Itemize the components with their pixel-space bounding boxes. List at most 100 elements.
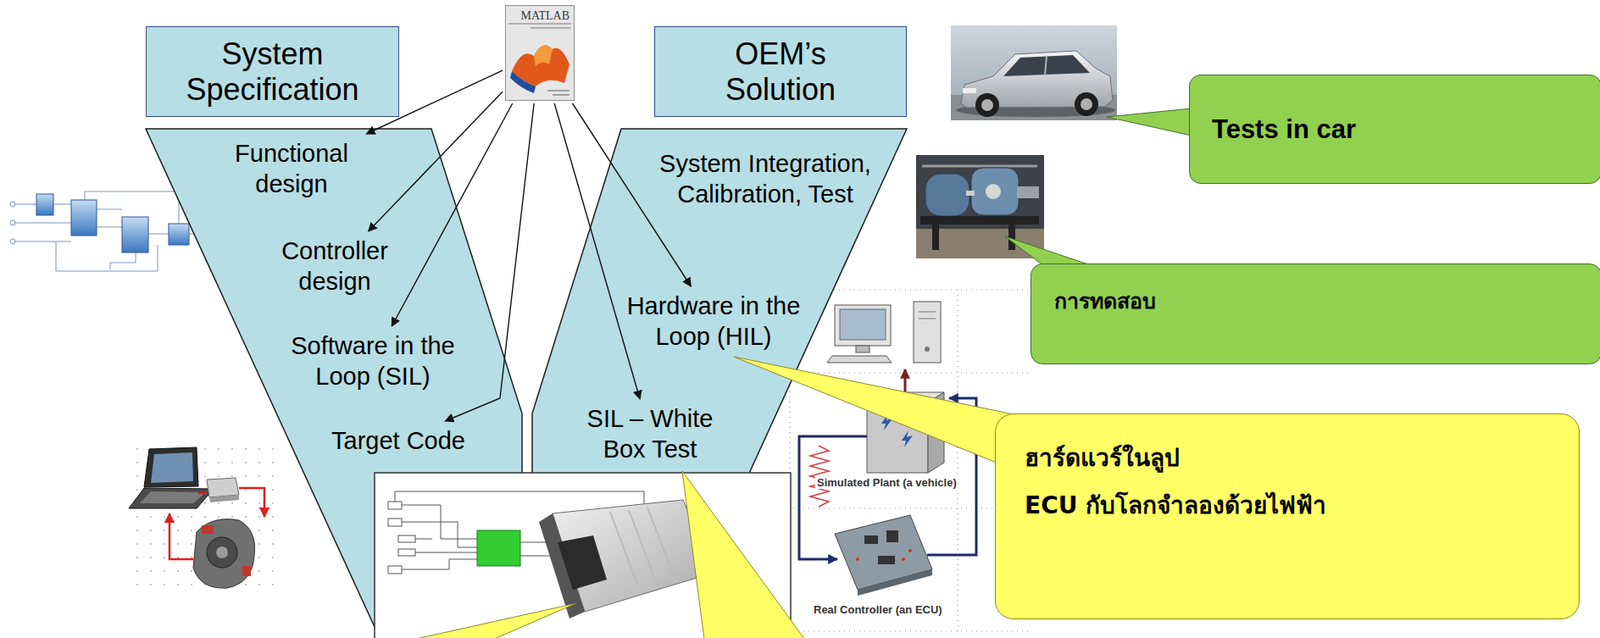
simulink-model <box>15 191 195 272</box>
car-photo <box>962 88 977 94</box>
phase-label: SIL – White Box Test <box>578 403 722 466</box>
hil-schematic <box>839 309 886 340</box>
callout-pointers <box>733 356 1014 463</box>
laptop-ecu-gearbox <box>128 488 214 509</box>
matlab-book-cover <box>505 5 575 101</box>
engine-test-bench-photo <box>1016 186 1039 199</box>
hil-schematic <box>908 549 912 553</box>
simulink-model <box>122 216 149 253</box>
matlab-book-cover <box>508 22 572 25</box>
laptop-ecu-gearbox <box>201 525 214 534</box>
title-text: OEM’s Solution <box>687 36 874 107</box>
hil-schematic <box>864 535 878 545</box>
simulink-model <box>10 220 16 226</box>
hil-schematic <box>834 305 891 346</box>
callout-pointers <box>1005 236 1094 267</box>
laptop-ecu-gearbox <box>150 452 194 484</box>
hil-schematic <box>924 346 930 352</box>
oem-title-box: OEM’s Solution <box>654 26 907 117</box>
simulink-model <box>10 201 16 207</box>
hil-schematic <box>918 318 936 320</box>
callout-pointers <box>1106 108 1192 136</box>
phase-label: Functional design <box>219 138 364 200</box>
matlab-cover: MATLAB <box>505 5 575 101</box>
callout-pointers <box>682 471 810 638</box>
hil-schematic <box>855 557 860 562</box>
connector-arrow <box>368 91 503 232</box>
callout-text: Tests in car <box>1211 113 1356 145</box>
matlab-book-cover <box>547 89 570 92</box>
schematic-label: Simulated Plant (a vehicle) <box>815 476 959 489</box>
connector-arrow <box>554 103 640 400</box>
phase-label: Target Code <box>313 425 484 456</box>
hil-schematic <box>918 311 936 313</box>
laptop-ecu-gearbox <box>193 519 256 589</box>
schematic-label: Real Controller (an ECU) <box>811 603 945 617</box>
matlab-book-cover <box>552 94 570 96</box>
car-photo <box>981 99 994 112</box>
hil-schematic <box>904 369 907 393</box>
hil-schematic <box>827 355 892 363</box>
car-photo <box>950 25 1117 121</box>
laptop-ecu-gearbox <box>169 513 194 560</box>
hil-schematic <box>788 507 1029 509</box>
ecu-model-inset <box>398 535 416 543</box>
engine-test-bench-photo <box>971 167 1019 216</box>
phase-label: Hardware in the Loop (HIL) <box>622 290 806 353</box>
hil-schematic <box>913 301 941 363</box>
phase-label: System Integration, Calibration, Test <box>649 148 883 211</box>
phase-text: Functional design <box>219 138 364 200</box>
schematic-label: Real Controller (an ECU) <box>811 603 945 617</box>
connector-arrow <box>366 70 503 134</box>
hil-schematic <box>788 630 1029 632</box>
laptop-ecu-gearbox <box>198 492 207 495</box>
spec-title-box: System Specification <box>145 26 400 117</box>
green-callout: Tests in car <box>1188 74 1600 184</box>
laptop-ecu-gearbox <box>238 488 265 517</box>
car-photo <box>1080 98 1093 111</box>
connector-arrow <box>391 103 512 327</box>
yellow-callout: ฮาร์ดแวร์ในลูปECU กับโลกจำลองด้วยไฟฟ้า <box>994 413 1580 620</box>
green-callout: การทดสอบ <box>1030 263 1600 365</box>
simulink-model <box>36 194 54 216</box>
phase-text: System Integration, Calibration, Test <box>649 148 883 211</box>
ecu-model-inset <box>388 566 402 574</box>
hil-schematic <box>901 557 906 562</box>
ecu-model-inset <box>477 530 521 567</box>
ecu-model-inset <box>610 507 675 585</box>
ecu-model-inset <box>388 501 402 510</box>
simulink-model <box>71 200 97 236</box>
phase-text: SIL – White Box Test <box>578 403 722 466</box>
simulink-model <box>10 191 195 272</box>
logo-text: MATLAB <box>520 9 570 23</box>
engine-test-bench-photo <box>922 165 1038 168</box>
simulink-model <box>10 238 16 245</box>
laptop-ecu-gearbox <box>209 494 239 503</box>
matlab-book-cover <box>530 27 572 29</box>
laptop-ecu-gearbox <box>144 447 199 488</box>
engine-test-bench-photo <box>985 183 1001 200</box>
matlab-book-cover <box>510 71 536 94</box>
title-text: System Specification <box>158 36 388 107</box>
hil-schematic <box>956 289 958 632</box>
laptop-ecu-gearbox <box>206 537 238 568</box>
ecu-model-inset <box>398 549 416 556</box>
connector-arrow <box>572 103 692 287</box>
hil-schematic <box>877 555 895 565</box>
callout-text: การทดสอบ <box>1054 288 1156 317</box>
callout-text: ECU กับโลกจำลองด้วยไฟฟ้า <box>1024 490 1327 522</box>
engine-test-bench-photo <box>1008 224 1016 250</box>
laptop-ecu-gearbox <box>139 491 206 504</box>
schematic-label: Simulated Plant (a vehicle) <box>815 476 959 489</box>
laptop-ecu-gearbox <box>127 445 282 590</box>
hil-schematic <box>788 372 1029 373</box>
callout-pointers <box>385 108 1192 638</box>
matlab-book-cover <box>505 5 575 101</box>
phase-text: Target Code <box>313 425 484 456</box>
hil-schematic <box>857 569 933 596</box>
laptop-ecu-gearbox <box>127 445 282 590</box>
engine-test-bench-photo <box>920 216 1039 225</box>
matlab-book-cover <box>533 45 553 67</box>
simulink-model <box>168 223 189 245</box>
phase-text: Software in the Loop (SIL) <box>283 330 462 393</box>
